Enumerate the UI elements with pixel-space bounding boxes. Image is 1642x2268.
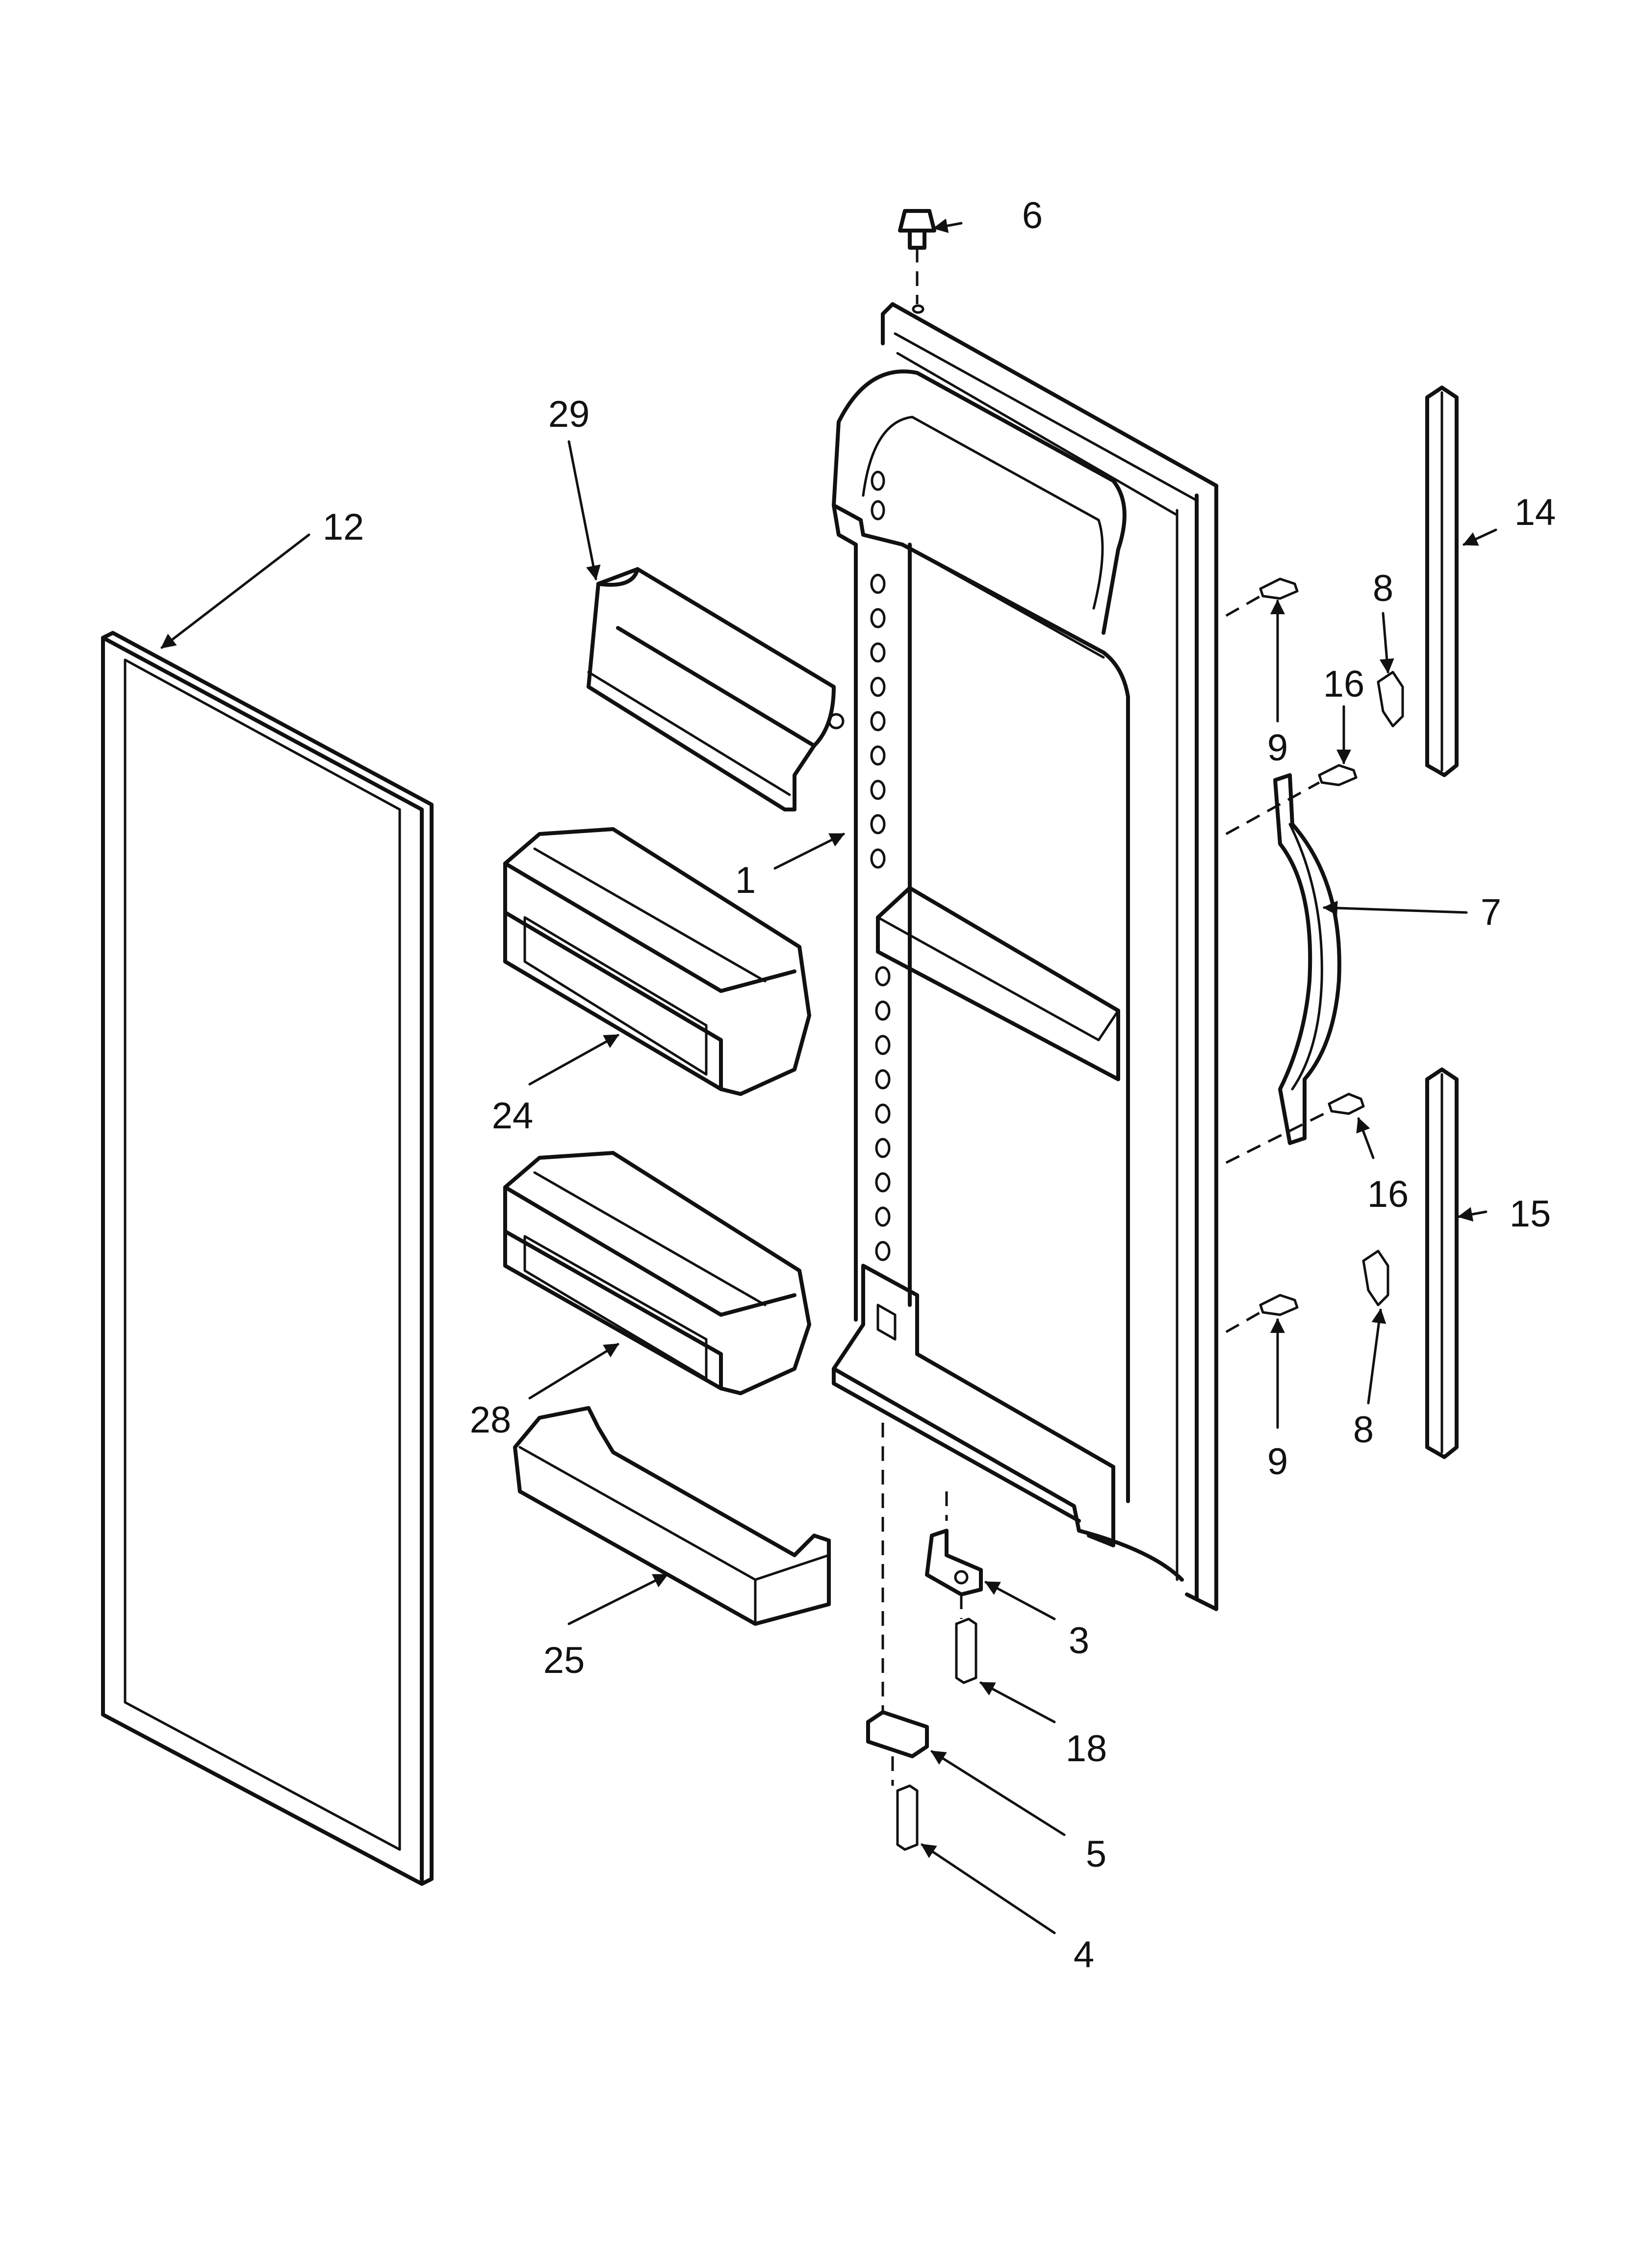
callout-3: 3 xyxy=(1069,1620,1089,1662)
callout-8-upper: 8 xyxy=(1373,568,1393,609)
callout-1: 1 xyxy=(735,860,756,901)
callout-18: 18 xyxy=(1066,1728,1107,1770)
callout-25: 25 xyxy=(543,1640,585,1681)
callout-16-upper: 16 xyxy=(1323,663,1365,705)
callout-28: 28 xyxy=(470,1399,512,1441)
callout-labels: 6 29 12 1 24 28 25 14 15 7 8 8 9 9 16 16… xyxy=(323,195,1556,1976)
hinge-bracket-part xyxy=(866,1423,929,1786)
callout-9-upper: 9 xyxy=(1267,727,1288,769)
callout-5: 5 xyxy=(1086,1833,1106,1875)
screw-9-lower-part xyxy=(1225,1294,1299,1333)
door-plug-part xyxy=(898,209,936,314)
callout-16-lower: 16 xyxy=(1367,1173,1409,1215)
callout-29: 29 xyxy=(548,393,590,435)
callout-8-lower: 8 xyxy=(1353,1409,1374,1451)
screw-4-part xyxy=(896,1784,919,1851)
callout-4: 4 xyxy=(1074,1934,1094,1976)
leader-lines xyxy=(160,218,1497,1934)
door-bar-25-part xyxy=(513,1406,831,1626)
callout-6: 6 xyxy=(1022,195,1043,236)
clip-8-upper-part xyxy=(1377,671,1404,728)
callout-24: 24 xyxy=(492,1095,534,1137)
door-trim-14-part xyxy=(1425,386,1459,777)
callout-14: 14 xyxy=(1514,492,1556,533)
screw-16-upper-part xyxy=(1225,764,1358,835)
hinge-pin-part xyxy=(925,1491,983,1619)
callout-15: 15 xyxy=(1510,1193,1551,1235)
door-gasket-part xyxy=(101,631,434,1886)
door-bin-28-part xyxy=(503,1151,811,1395)
liner-shelf-holes xyxy=(870,574,891,1261)
screw-9-upper-part xyxy=(1225,577,1299,617)
door-trim-15-part xyxy=(1425,1068,1459,1459)
callout-12: 12 xyxy=(323,506,364,548)
callout-9-lower: 9 xyxy=(1267,1441,1288,1483)
screw-16-lower-part xyxy=(1225,1093,1365,1164)
clip-8-lower-part xyxy=(1362,1250,1389,1306)
callout-7: 7 xyxy=(1481,891,1501,933)
door-handle-part xyxy=(1273,773,1341,1145)
dairy-door-part xyxy=(587,567,845,811)
door-bin-24-part xyxy=(503,827,811,1096)
screw-18-part xyxy=(955,1617,977,1684)
door-liner-part xyxy=(832,302,1218,1611)
